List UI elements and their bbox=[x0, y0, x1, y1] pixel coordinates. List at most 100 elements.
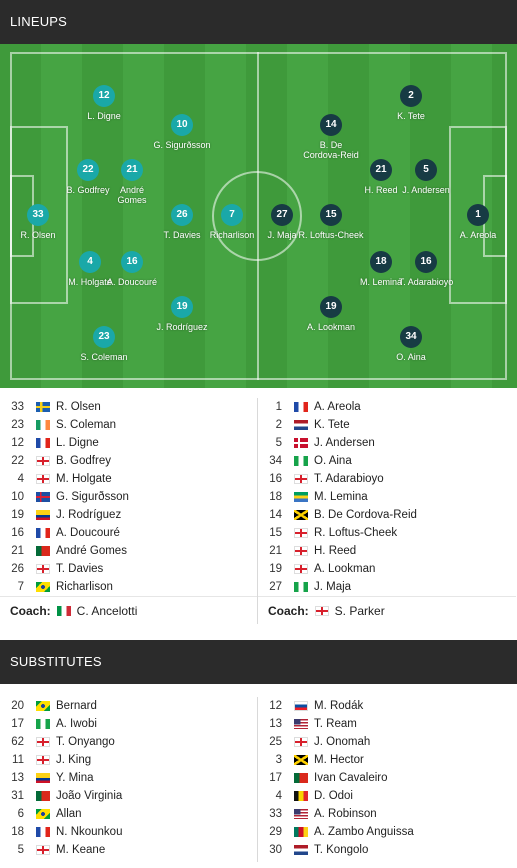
player-name[interactable]: J. Maja bbox=[314, 581, 352, 593]
player-name[interactable]: M. Holgate bbox=[56, 473, 112, 485]
player-name[interactable]: A. Doucouré bbox=[56, 527, 120, 539]
player-name[interactable]: A. Areola bbox=[314, 401, 361, 413]
player-name[interactable]: B. De Cordova-Reid bbox=[314, 509, 417, 521]
player-name[interactable]: Y. Mina bbox=[56, 772, 94, 784]
player-name[interactable]: O. Aina bbox=[314, 455, 352, 467]
player-name[interactable]: K. Tete bbox=[314, 419, 350, 431]
player-name[interactable]: A. Lookman bbox=[314, 563, 376, 575]
player-name[interactable]: Richarlison bbox=[56, 581, 113, 593]
player-name[interactable]: M. Lemina bbox=[314, 491, 368, 503]
player-name[interactable]: Allan bbox=[56, 808, 82, 820]
player-name[interactable]: André Gomes bbox=[56, 545, 127, 557]
player-name[interactable]: M. Rodák bbox=[314, 700, 364, 712]
player-name[interactable]: R. Olsen bbox=[56, 401, 101, 413]
player-name[interactable]: T. Onyango bbox=[56, 736, 115, 748]
player-name[interactable]: J. Andersen bbox=[314, 437, 375, 449]
player-name[interactable]: J. Rodríguez bbox=[56, 509, 122, 521]
player-name[interactable]: A. Zambo Anguissa bbox=[314, 826, 414, 838]
player-name[interactable]: T. Kongolo bbox=[314, 844, 369, 856]
player-name[interactable]: Ivan Cavaleiro bbox=[314, 772, 388, 784]
player-name[interactable]: M. Hector bbox=[314, 754, 364, 766]
player-name[interactable]: J. Onomah bbox=[314, 736, 371, 748]
player-name[interactable]: J. King bbox=[56, 754, 92, 766]
player-name[interactable]: João Virginia bbox=[56, 790, 123, 802]
player-name[interactable]: G. Sigurðsson bbox=[56, 491, 129, 503]
player-name[interactable]: R. Loftus-Cheek bbox=[314, 527, 398, 539]
player-name[interactable]: Bernard bbox=[56, 700, 97, 712]
player-name[interactable]: T. Ream bbox=[314, 718, 357, 730]
player-name[interactable]: L. Digne bbox=[56, 437, 99, 449]
coach-name[interactable]: C. Ancelotti bbox=[76, 603, 138, 618]
player-name[interactable]: T. Adarabioyo bbox=[314, 473, 384, 485]
player-name[interactable]: A. Iwobi bbox=[56, 718, 97, 730]
player-name[interactable]: D. Odoi bbox=[314, 790, 353, 802]
player-name[interactable]: N. Nkounkou bbox=[56, 826, 123, 838]
player-name[interactable]: S. Coleman bbox=[56, 419, 117, 431]
player-name[interactable]: B. Godfrey bbox=[56, 455, 111, 467]
player-name[interactable]: M. Keane bbox=[56, 844, 106, 856]
player-name[interactable]: A. Robinson bbox=[314, 808, 377, 820]
